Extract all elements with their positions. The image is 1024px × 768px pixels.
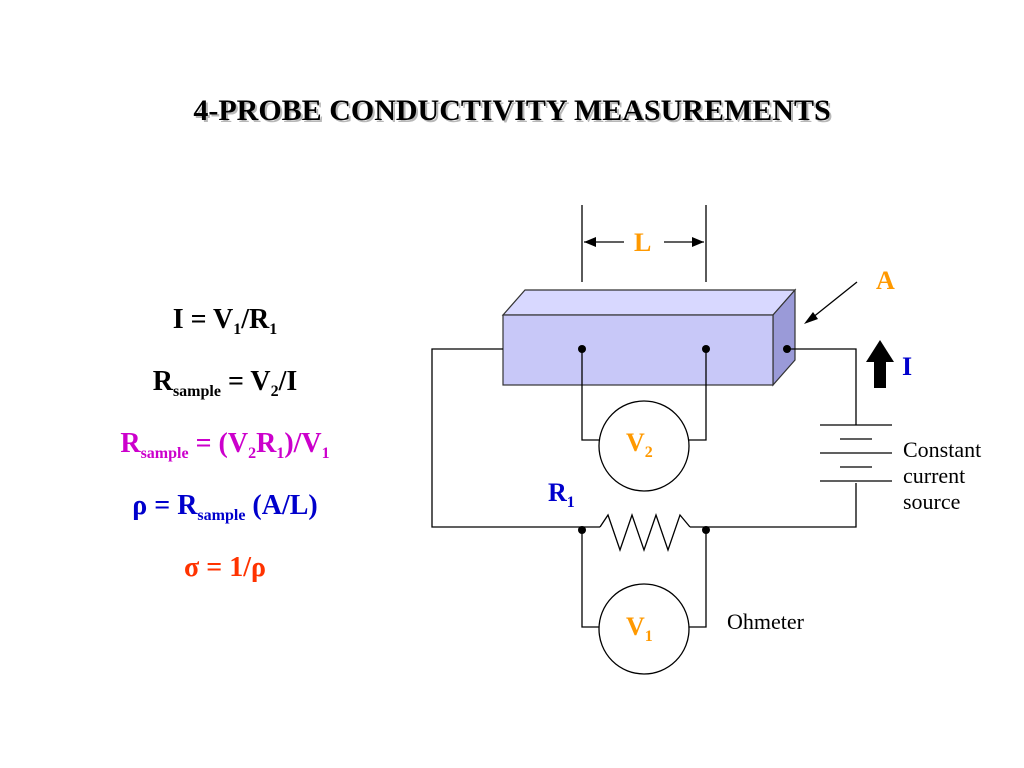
formula-conductivity: σ = 1/ρ (184, 552, 266, 583)
voltmeter-v2 (598, 400, 690, 492)
sample-front-face (502, 314, 774, 386)
formula-sample-resistance-expanded: Rsample = (V2R1)/V1 (120, 428, 330, 462)
current-label: I (902, 352, 913, 381)
sample-top-face (501, 289, 797, 316)
length-label: L (634, 228, 652, 257)
circuit-wires (431, 348, 857, 628)
voltmeter-v2-label: V2 (626, 428, 653, 461)
formula-current: I = V1/R1 (172, 304, 278, 338)
sample-bar (501, 288, 797, 387)
page-title: 4-PROBE CONDUCTIVITY MEASUREMENTS (193, 94, 831, 127)
area-arrow (804, 281, 858, 324)
formula-list: I = V1/R1 Rsample = V2/I Rsample = (V2R1… (60, 300, 390, 610)
contact-dots (578, 345, 791, 534)
current-source-label: Constant current source (903, 437, 982, 514)
current-source-battery (820, 424, 892, 482)
current-arrow-icon (866, 340, 894, 388)
resistor-r1 (599, 512, 691, 553)
area-label: A (876, 266, 895, 295)
ohmeter-label: Ohmeter (727, 609, 804, 634)
formula-sample-resistance: Rsample = V2/I (152, 366, 298, 400)
length-dimension (581, 205, 707, 282)
voltmeter-v1 (598, 583, 690, 675)
voltmeter-v1-label: V1 (626, 612, 653, 645)
resistor-r1-label: R1 (548, 478, 575, 511)
formula-resistivity: ρ = Rsample (A/L) (132, 490, 318, 524)
